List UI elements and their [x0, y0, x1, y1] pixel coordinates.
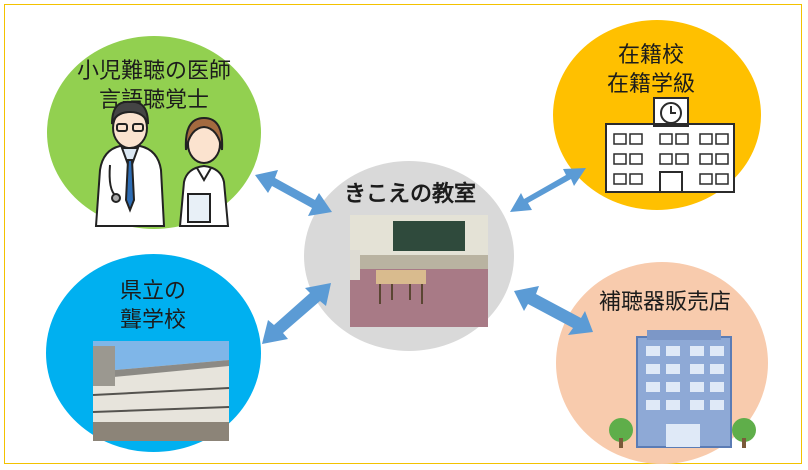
doctor-label-line1: 小児難聴の医師 — [76, 59, 231, 84]
arrow-school-center — [510, 168, 586, 212]
school-label-line1: 在籍校 — [617, 43, 684, 68]
store-label-line1: 補聴器販売店 — [598, 290, 731, 315]
center-title: きこえの教室 — [343, 182, 476, 207]
school-label: 在籍校 在籍学級 — [596, 41, 706, 99]
arrow-deafschool-center — [262, 283, 331, 344]
arrow-store-center — [514, 286, 593, 335]
nurse-figure — [178, 116, 230, 227]
deaf-school-label-line1: 県立の — [119, 279, 186, 304]
deaf-school-label: 県立の 聾学校 — [93, 277, 213, 335]
store-label: 補聴器販売店 — [580, 288, 750, 317]
deaf-school-label-line2: 聾学校 — [119, 308, 186, 333]
school-label-line2: 在籍学級 — [606, 72, 695, 97]
doctor-figure — [94, 100, 166, 227]
arrow-doctor-center — [255, 170, 332, 216]
